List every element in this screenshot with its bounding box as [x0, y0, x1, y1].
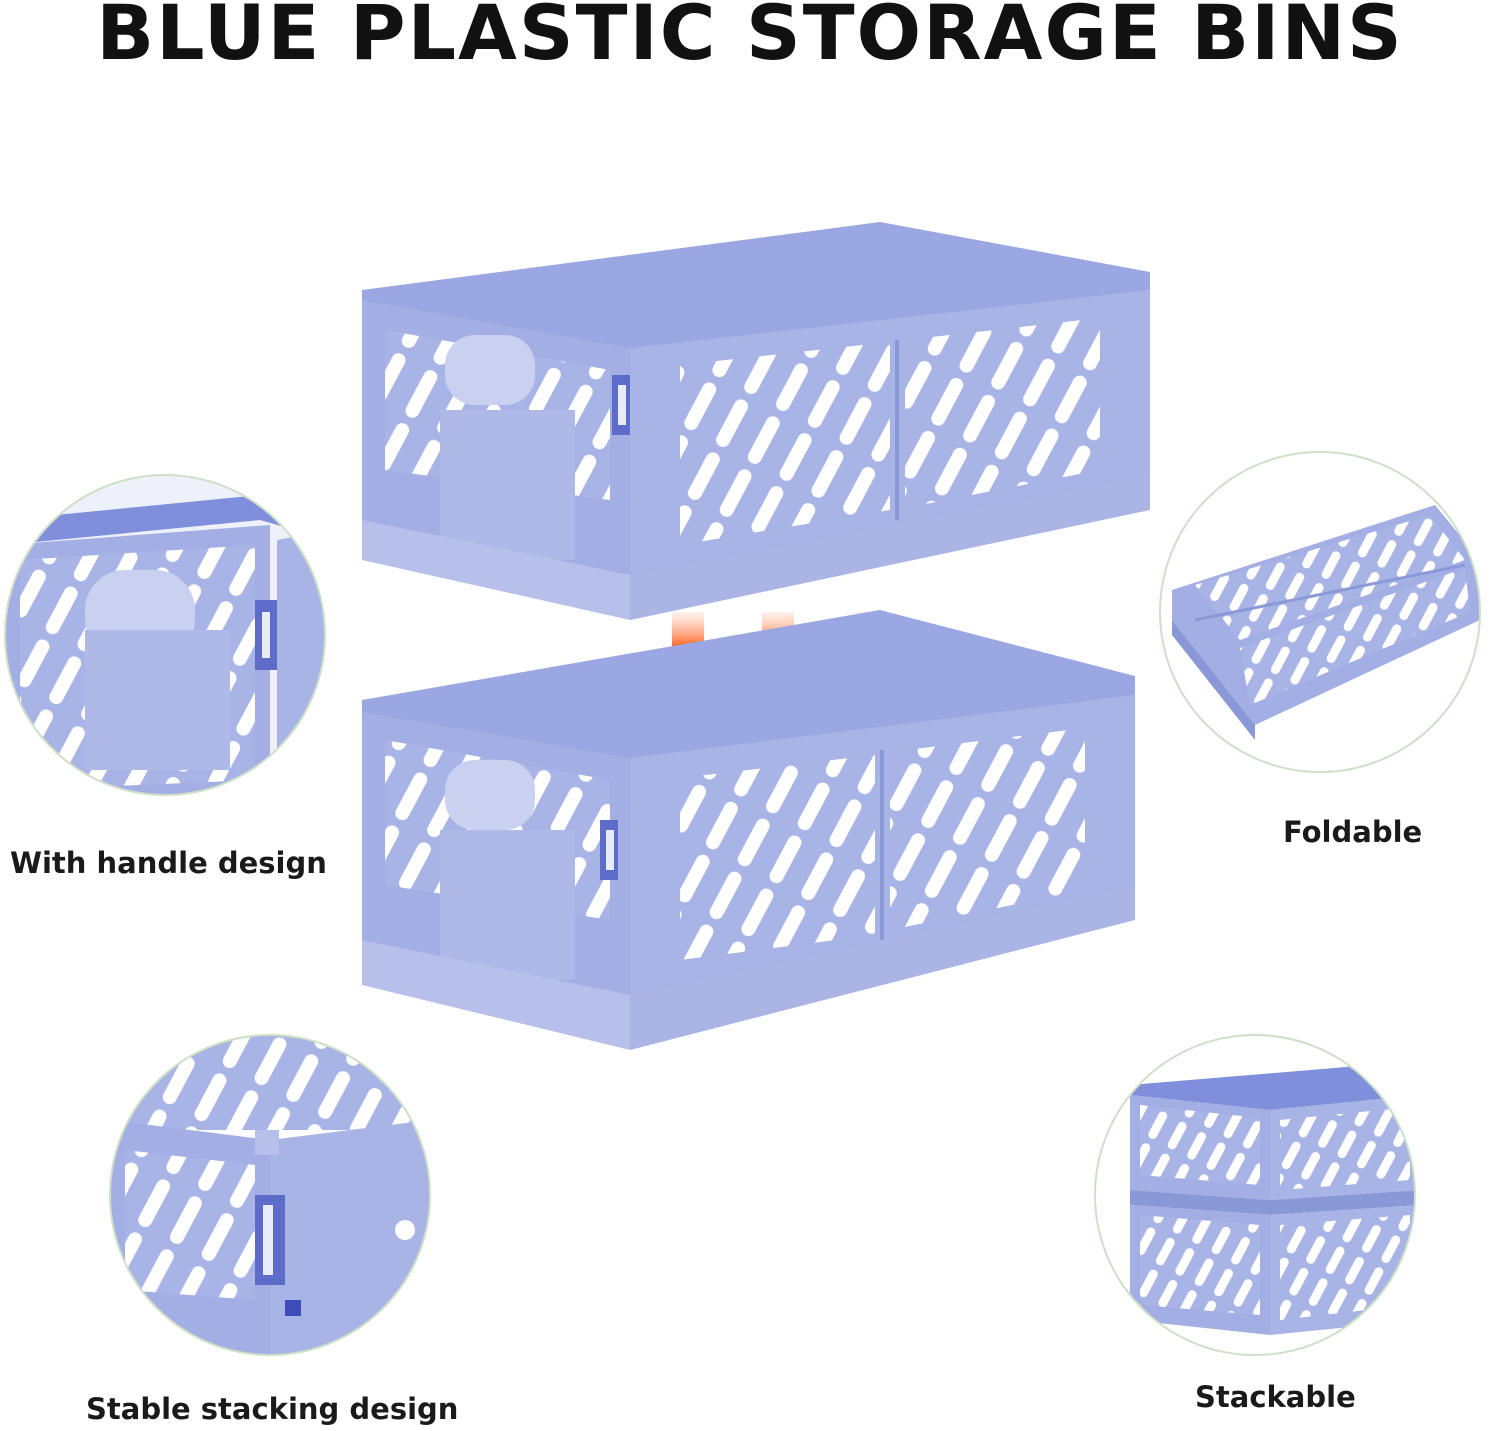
foldable-detail-circle	[1159, 451, 1481, 773]
bottom-bin	[362, 610, 1135, 1050]
stacking-detail-circle	[109, 1034, 431, 1356]
handle-detail-circle	[4, 474, 326, 796]
stackable-detail-circle	[1094, 1034, 1416, 1356]
page-title: BLUE PLASTIC STORAGE BINS	[96, 0, 1404, 77]
caption-stackable: Stackable	[1195, 1380, 1356, 1414]
top-bin	[362, 222, 1150, 620]
caption-foldable: Foldable	[1283, 815, 1423, 849]
caption-stable-stacking: Stable stacking design	[86, 1392, 459, 1426]
caption-handle-design: With handle design	[10, 846, 327, 880]
